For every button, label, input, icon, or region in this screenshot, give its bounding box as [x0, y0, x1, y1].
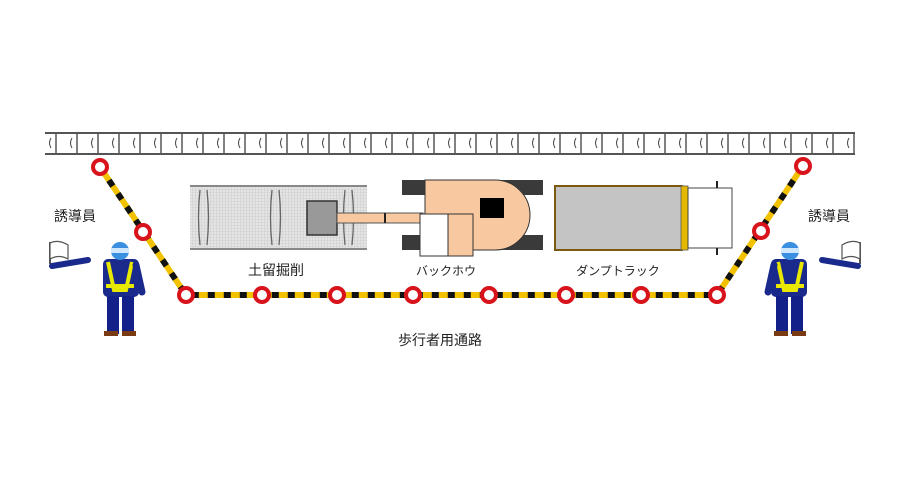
cone: [177, 286, 195, 304]
cone: [708, 286, 726, 304]
label-guide-right: 誘導員: [808, 209, 850, 225]
cone: [480, 286, 498, 304]
label-walkway: 歩行者用通路: [398, 333, 482, 349]
backhoe: [336, 179, 543, 257]
guide-worker-left: [49, 240, 146, 336]
cone: [752, 222, 770, 240]
backhoe-arm: [336, 212, 424, 224]
label-backhoe: バックホウ: [415, 264, 477, 278]
label-dump-truck: ダンプトラック: [576, 264, 660, 278]
cab: [419, 213, 449, 257]
barrier: [91, 157, 812, 304]
label-guide-left: 誘導員: [54, 209, 96, 225]
bucket: [306, 200, 338, 236]
cone: [91, 158, 109, 176]
label-excavation: 土留掘削: [248, 263, 304, 279]
cone: [134, 223, 152, 241]
guide-worker-right: [764, 240, 861, 336]
cone: [557, 286, 575, 304]
cone: [632, 286, 650, 304]
cone: [404, 286, 422, 304]
cone: [328, 286, 346, 304]
cone: [253, 286, 271, 304]
dump-truck: [554, 181, 733, 255]
cone: [794, 157, 812, 175]
fence: [45, 132, 855, 155]
